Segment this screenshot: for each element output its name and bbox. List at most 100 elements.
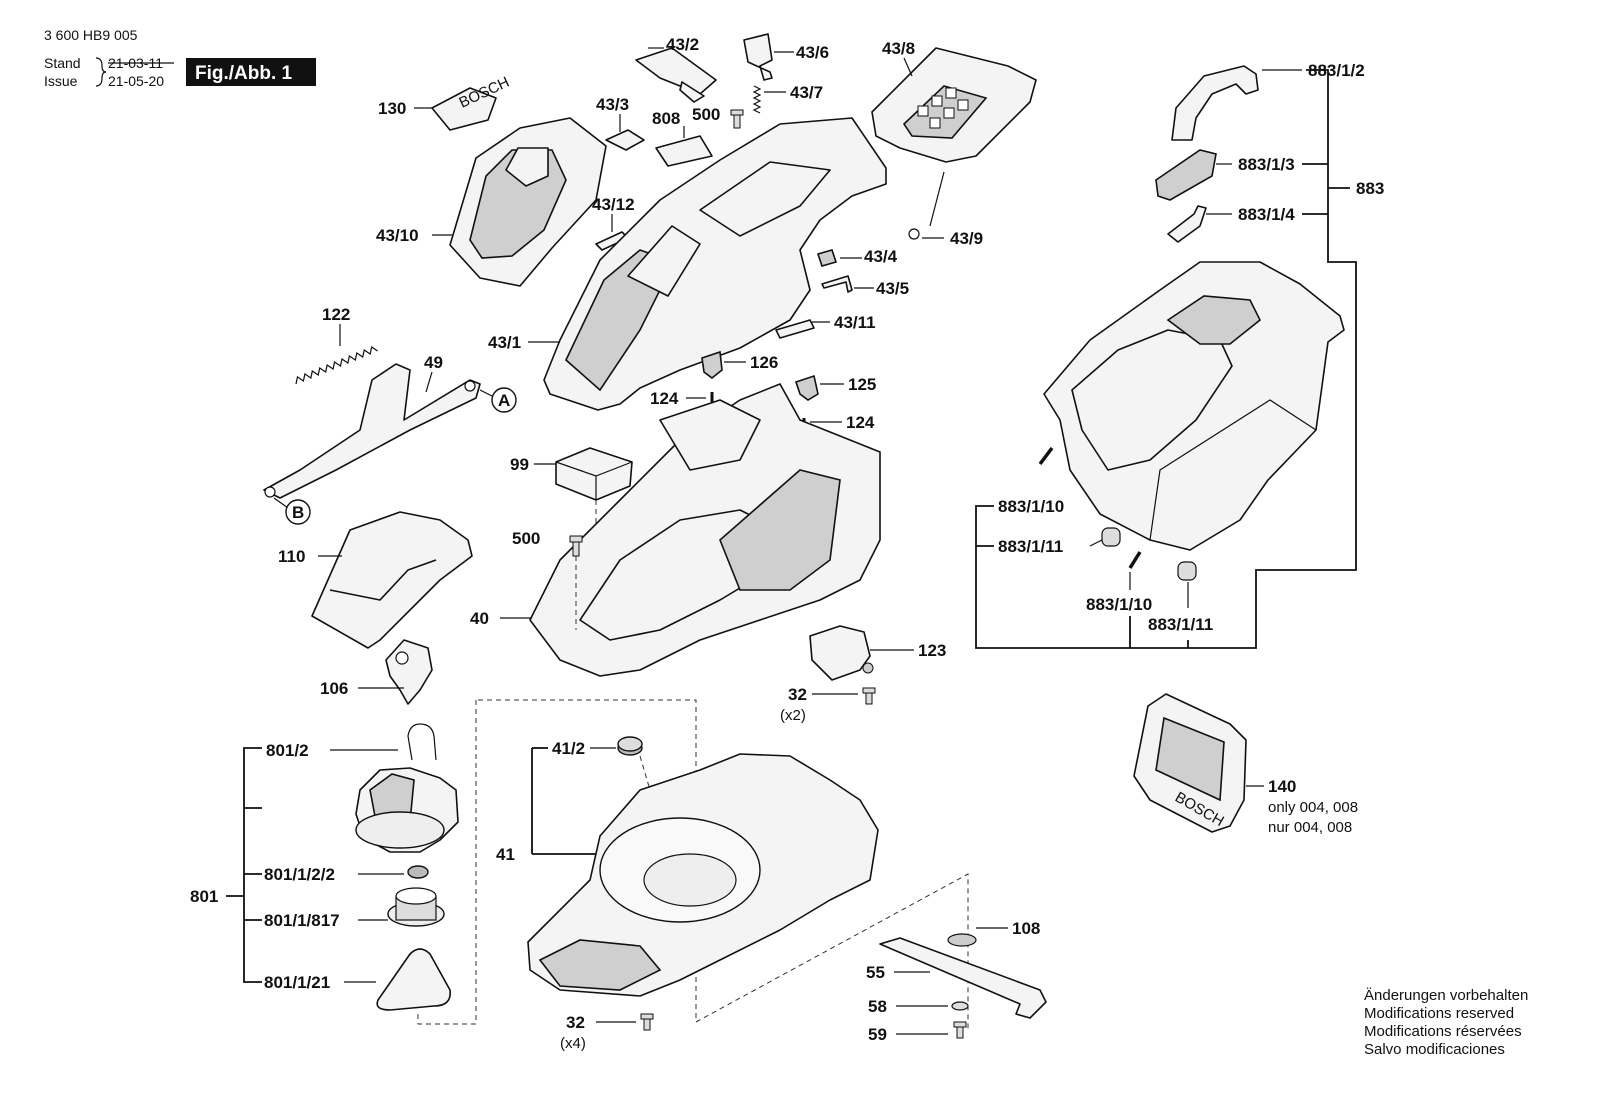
label-500-lower: 500	[512, 529, 540, 548]
label-32-upper: 32	[788, 685, 807, 704]
label-43-11: 43/11	[834, 313, 876, 332]
part-126: 126	[701, 350, 778, 380]
label-110: 110	[278, 547, 305, 566]
label-126: 126	[750, 353, 778, 372]
label-122: 122	[322, 305, 350, 324]
label-140: 140	[1268, 777, 1296, 796]
label-801-1-21: 801/1/21	[264, 973, 330, 992]
label-43-2: 43/2	[666, 35, 699, 54]
label-883-1-3: 883/1/3	[1238, 155, 1295, 174]
part-49-handle-arm: 49 A B	[263, 353, 517, 525]
part-43-5: 43/5	[821, 275, 909, 298]
label-125: 125	[848, 375, 876, 394]
part-43-9: 43/9	[908, 171, 983, 248]
label-43-8: 43/8	[882, 39, 915, 58]
label-43-3: 43/3	[596, 95, 629, 114]
part-123-clip: 123	[809, 625, 946, 681]
part-808-sticker: 808	[652, 109, 713, 167]
part-110-flap: 110	[278, 511, 473, 649]
part-500-screw-lower: 500	[512, 529, 583, 630]
label-59: 59	[868, 1025, 887, 1044]
header-brace	[95, 57, 107, 87]
label-106: 106	[320, 679, 348, 698]
label-41-2: 41/2	[552, 739, 585, 758]
label-883-1-4: 883/1/4	[1238, 205, 1295, 224]
part-130-badge: BOSCH 130	[378, 74, 512, 131]
part-43-6: 43/6	[743, 33, 829, 81]
label-500-top: 500	[692, 105, 720, 124]
date-new: 21-05-20	[108, 73, 164, 89]
label-801-2: 801/2	[266, 741, 309, 760]
part-500-screw-top: 500	[692, 105, 744, 129]
issue-label: Issue	[44, 73, 78, 89]
figure-label-box	[186, 58, 316, 86]
label-883: 883	[1356, 179, 1384, 198]
part-43-3: 43/3	[596, 95, 645, 151]
label-808: 808	[652, 109, 680, 128]
part-99-block: 99	[510, 447, 633, 640]
label-43-9: 43/9	[950, 229, 983, 248]
doc-number: 3 600 HB9 005	[44, 27, 138, 43]
part-43-1-upper-housing: 43/1	[488, 117, 887, 411]
label-43-4: 43/4	[864, 247, 898, 266]
label-43-12: 43/12	[592, 195, 635, 214]
label-883-1-2: 883/1/2	[1308, 61, 1365, 80]
deck-group: 41/2 41 32 (x4)	[496, 736, 879, 1052]
part-106-switch: 106	[320, 639, 433, 705]
part-124-pin-left: 124	[650, 389, 714, 408]
figure-label: Fig./Abb. 1	[195, 63, 293, 84]
qty-32-lower: (x4)	[560, 1035, 586, 1052]
part-122-spring: 122	[295, 305, 378, 385]
label-883-1-10-a: 883/1/10	[998, 497, 1064, 516]
callout-circle-b	[285, 499, 311, 525]
footer-en: Modifications reserved	[1364, 1005, 1514, 1022]
label-58: 58	[868, 997, 887, 1016]
part-43-10-battery-cover: 43/10	[376, 117, 607, 287]
callout-a: A	[498, 391, 510, 410]
label-883-1-10-b: 883/1/10	[1086, 595, 1152, 614]
footer-notes: Änderungen vorbehalten Modifications res…	[1364, 987, 1528, 1058]
part-140-cover: BOSCH 140 only 004, 008 nur 004, 008	[1133, 693, 1358, 836]
callout-b: B	[292, 503, 304, 522]
part-43-7-spring: 43/7	[752, 83, 823, 114]
callout-circle-a	[491, 387, 517, 413]
label-883-1-11-a: 883/1/11	[998, 537, 1063, 556]
part-43-2: 43/2	[635, 35, 717, 103]
label-108: 108	[1012, 919, 1040, 938]
label-801-1-2-2: 801/1/2/2	[264, 865, 335, 884]
part-43-8-lid: 43/8	[871, 39, 1037, 163]
label-43-10: 43/10	[376, 226, 419, 245]
label-43-5: 43/5	[876, 279, 909, 298]
label-41: 41	[496, 845, 515, 864]
label-43-7: 43/7	[790, 83, 823, 102]
label-124-right: 124	[846, 413, 875, 432]
part-32-screw-upper: 32 (x2)	[780, 685, 876, 724]
footer-fr: Modifications réservées	[1364, 1023, 1522, 1040]
part-43-4: 43/4	[816, 247, 898, 267]
part-125: 125	[794, 374, 876, 401]
part-40-lower-housing: 40	[470, 383, 881, 677]
header-block: 3 600 HB9 005 Stand Issue 21-03-11 21-05…	[44, 27, 316, 89]
label-99: 99	[510, 455, 529, 474]
stand-label: Stand	[44, 55, 81, 71]
label-140-note-en: only 004, 008	[1268, 799, 1358, 816]
bracket-801	[243, 747, 262, 983]
qty-32-upper: (x2)	[780, 707, 806, 724]
label-43-6: 43/6	[796, 43, 829, 62]
grass-box-group: 883/1/2 883/1/3 883/1/4 883 883/1/10 88	[975, 61, 1384, 649]
label-43-1: 43/1	[488, 333, 521, 352]
label-801: 801	[190, 887, 218, 906]
part-43-11: 43/11	[775, 313, 876, 339]
footer-de: Änderungen vorbehalten	[1364, 987, 1528, 1004]
label-55: 55	[866, 963, 885, 982]
label-32-lower: 32	[566, 1013, 585, 1032]
label-801-1-817: 801/1/817	[264, 911, 340, 930]
label-883-1-11-b: 883/1/11	[1148, 615, 1213, 634]
label-124-left: 124	[650, 389, 679, 408]
footer-es: Salvo modificaciones	[1364, 1041, 1505, 1058]
label-123: 123	[918, 641, 946, 660]
label-130: 130	[378, 99, 406, 118]
label-49: 49	[424, 353, 443, 372]
motor-group: 801 801/2 801/1/2/2 801/1/817 801/1/21	[190, 699, 697, 1025]
